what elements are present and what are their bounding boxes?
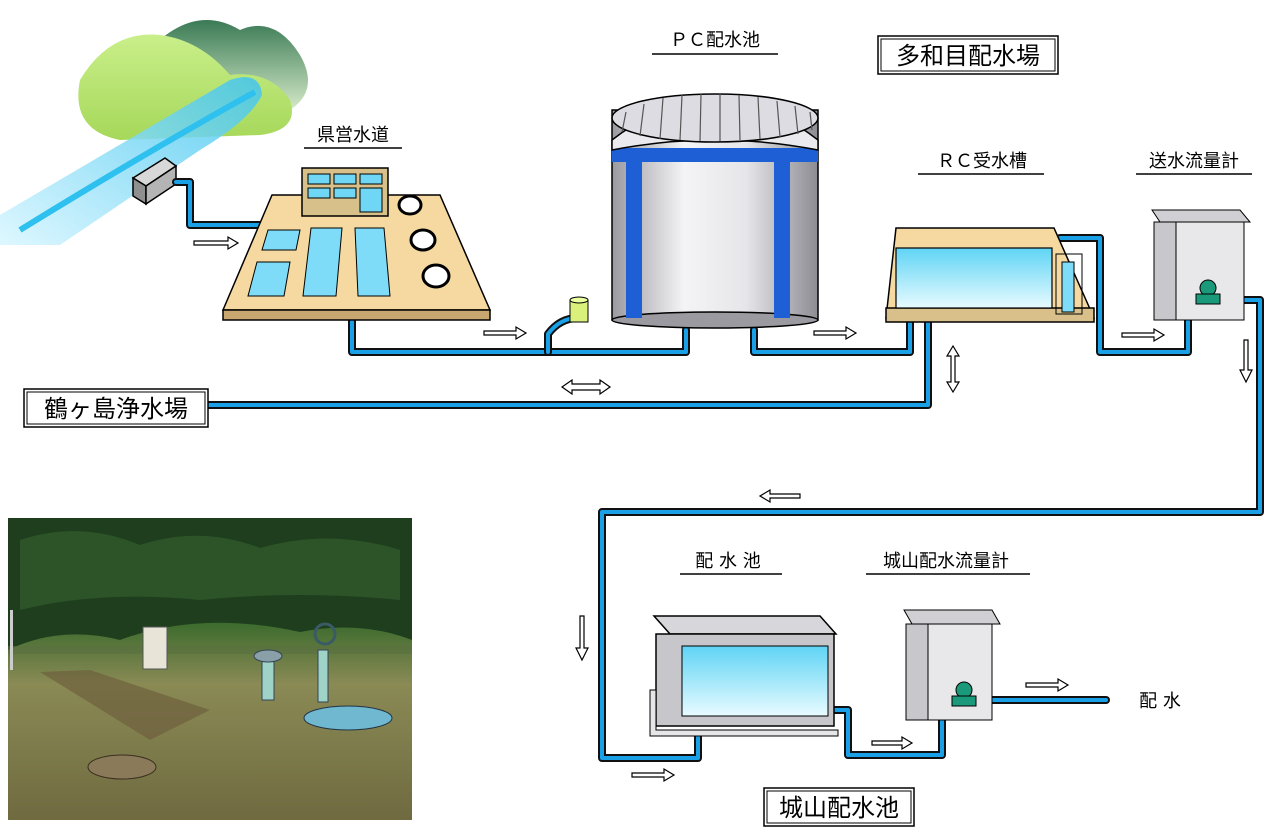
flow-arrow-right — [631, 767, 676, 783]
flow-arrow-right — [813, 325, 858, 341]
flow-arrow-down — [575, 615, 589, 662]
distribution-reservoir-tank — [649, 615, 839, 737]
chemical-feeder — [569, 296, 589, 323]
pc-reservoir-tank — [611, 93, 819, 329]
rc-receiving-tank — [885, 227, 1096, 323]
transmission-flowmeter-box — [1151, 209, 1252, 321]
flow-arrow-left — [758, 488, 801, 504]
label-shiroyama-flowmeter: 城山配水流量計 — [883, 551, 1009, 572]
shiroyama-flowmeter-box — [903, 609, 1001, 721]
label-pc-reservoir: ＰＣ配水池 — [670, 30, 760, 51]
svg-text:鶴ヶ島浄水場: 鶴ヶ島浄水場 — [44, 395, 188, 423]
flow-arrows — [193, 235, 1253, 783]
label-distribution-reservoir: 配 水 池 — [695, 551, 760, 572]
flow-arrow-vertical-both — [945, 344, 961, 394]
tsurugashima-plant-title: 鶴ヶ島浄水場 — [23, 388, 209, 428]
flow-arrow-down — [1239, 339, 1253, 384]
intake-structure — [131, 157, 178, 206]
site-photo — [8, 518, 412, 820]
flow-arrow-right — [871, 735, 914, 751]
label-distribution: 配 水 — [1139, 691, 1181, 712]
flow-arrow-right — [193, 235, 240, 251]
svg-text:多和目配水場: 多和目配水場 — [896, 42, 1040, 70]
svg-text:城山配水池: 城山配水池 — [779, 794, 899, 822]
label-transmission-flowmeter: 送水流量計 — [1149, 151, 1239, 172]
mountain-illustration — [0, 20, 308, 246]
flow-arrow-both — [560, 378, 612, 396]
prefectural-water-plant — [221, 167, 492, 321]
flow-arrow-right — [483, 325, 528, 341]
shiroyama-reservoir-title: 城山配水池 — [763, 787, 915, 827]
flow-arrow-right — [1025, 677, 1070, 693]
flow-arrow-right — [1121, 327, 1166, 343]
label-prefectural-water: 県営水道 — [317, 125, 389, 146]
tawame-station-title: 多和目配水場 — [877, 35, 1059, 75]
label-rc-receiving-tank: ＲＣ受水槽 — [937, 151, 1027, 172]
